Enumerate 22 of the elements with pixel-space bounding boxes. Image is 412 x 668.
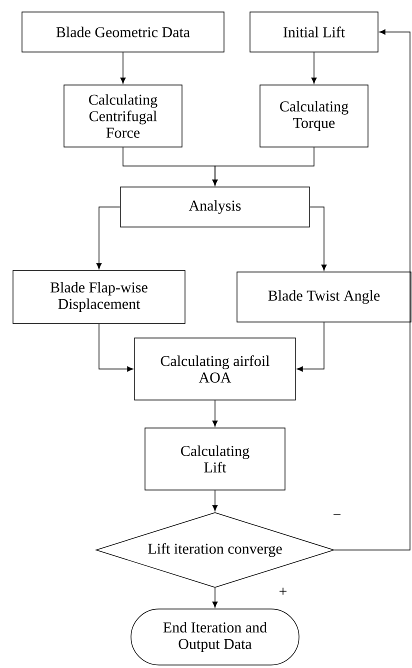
arrow bbox=[212, 147, 314, 186]
process-box: Initial Lift bbox=[250, 12, 378, 52]
process-box: Blade Flap-wise Displacement bbox=[12, 270, 186, 324]
process-box: Calculating Centrifugal Force bbox=[64, 84, 182, 148]
arrow bbox=[311, 52, 317, 84]
arrow bbox=[334, 29, 410, 550]
process-box: Calculating Torque bbox=[260, 84, 368, 148]
arrow bbox=[212, 588, 218, 608]
arrow bbox=[96, 206, 120, 270]
process-box: Blade Geometric Data bbox=[22, 12, 224, 52]
arrow bbox=[98, 324, 134, 372]
process-box: Analysis bbox=[120, 186, 310, 228]
process-box: Blade Twist Angle bbox=[236, 272, 412, 322]
process-box: Calculating airfoil AOA bbox=[134, 338, 296, 400]
arrow bbox=[120, 52, 126, 84]
arrow bbox=[310, 206, 327, 271]
arrow bbox=[296, 322, 324, 372]
process-box: Calculating Lift bbox=[144, 428, 286, 490]
arrow bbox=[212, 490, 218, 512]
arrow bbox=[212, 400, 218, 427]
edge-label: + bbox=[278, 586, 288, 598]
terminal-box: End Iteration and Output Data bbox=[130, 608, 300, 666]
